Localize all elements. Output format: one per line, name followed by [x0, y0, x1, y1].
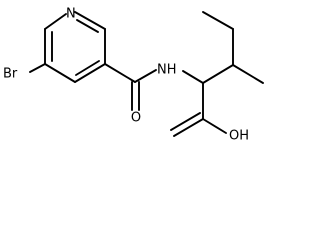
bond-carboxyl-o-1	[173, 118, 204, 137]
bond-beta-methyl	[232, 64, 264, 84]
bond-n-c2	[74, 11, 106, 30]
bond-c4-c5	[44, 63, 76, 83]
bond-c6-n	[44, 13, 67, 30]
bond-gamma-delta	[202, 11, 234, 30]
amide-oxygen-label: O	[131, 111, 141, 126]
bond-alpha-beta	[202, 64, 234, 84]
amide-nh-label: NH	[157, 63, 177, 78]
bond-ring-carbonyl	[104, 63, 136, 83]
acid-oh-label: OH	[229, 129, 249, 144]
double-bond-n-c2	[76, 19, 99, 33]
bond-c3-c4	[74, 63, 106, 83]
bromine-label: Br	[3, 67, 18, 82]
chemical-structure-diagram: N Br NH O OH	[3, 7, 264, 144]
bond-n-alpha	[182, 70, 204, 84]
bond-carboxyl-oh	[202, 118, 227, 134]
ring-nitrogen-label: N	[66, 7, 76, 22]
bond-carbonyl-n	[134, 69, 157, 83]
double-bond-c3-c4	[75, 60, 100, 76]
bond-carboxyl-o-2	[170, 112, 201, 131]
pyridine-ring	[44, 11, 106, 83]
bond-c5-br	[29, 63, 46, 73]
